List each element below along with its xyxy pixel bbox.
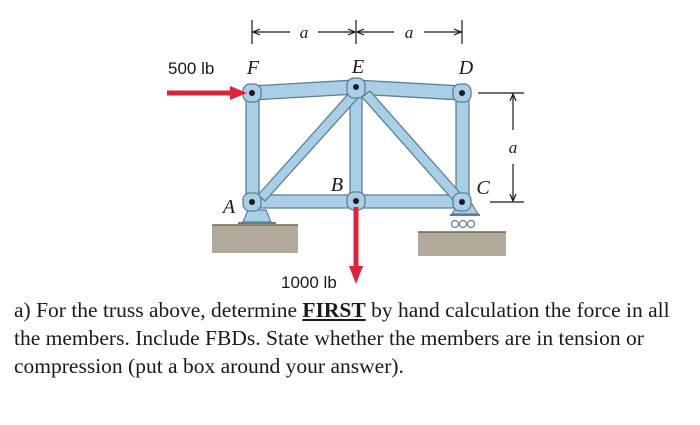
load-label-500lb: 500 lb	[168, 59, 214, 78]
member-ae	[257, 91, 358, 202]
pin-e	[353, 84, 359, 90]
member-dc	[455, 91, 470, 201]
dim-label-a-3: a	[509, 138, 518, 157]
question-keyword: FIRST	[302, 298, 366, 322]
member-af	[245, 89, 260, 203]
joint-label-f: F	[246, 57, 260, 79]
question-text: a) For the truss above, determine FIRST …	[14, 296, 690, 380]
joint-label-c: C	[476, 177, 490, 199]
joint-label-b: B	[331, 174, 343, 196]
member-bd	[361, 90, 462, 201]
member-fe	[251, 79, 357, 101]
truss-figure: a a a F E D A B C 500 lb 1000 lb	[167, 20, 524, 292]
pin-d	[459, 90, 465, 96]
joint-label-a: A	[221, 196, 236, 218]
question-intro: a) For the truss above, determine	[14, 298, 303, 322]
pin-f	[249, 90, 255, 96]
load-arrow-500lb	[167, 86, 247, 100]
dimension-horizontal	[251, 20, 463, 44]
pin-c	[459, 199, 465, 205]
ground-left	[212, 224, 298, 253]
member-bc	[355, 194, 463, 209]
dim-label-a-2: a	[405, 23, 414, 42]
question-rest: by hand calculation the force in all the…	[14, 298, 670, 378]
pin-support-a	[238, 209, 276, 224]
load-label-1000lb: 1000 lb	[281, 273, 337, 292]
dim-label-a-1: a	[300, 23, 309, 42]
joint-label-d: D	[458, 57, 474, 79]
pin-b	[353, 198, 359, 204]
load-arrow-1000lb	[349, 207, 363, 284]
ground-right	[418, 231, 506, 256]
pin-a	[249, 199, 255, 205]
joint-label-e: E	[351, 56, 364, 78]
dimension-vertical	[478, 92, 524, 203]
